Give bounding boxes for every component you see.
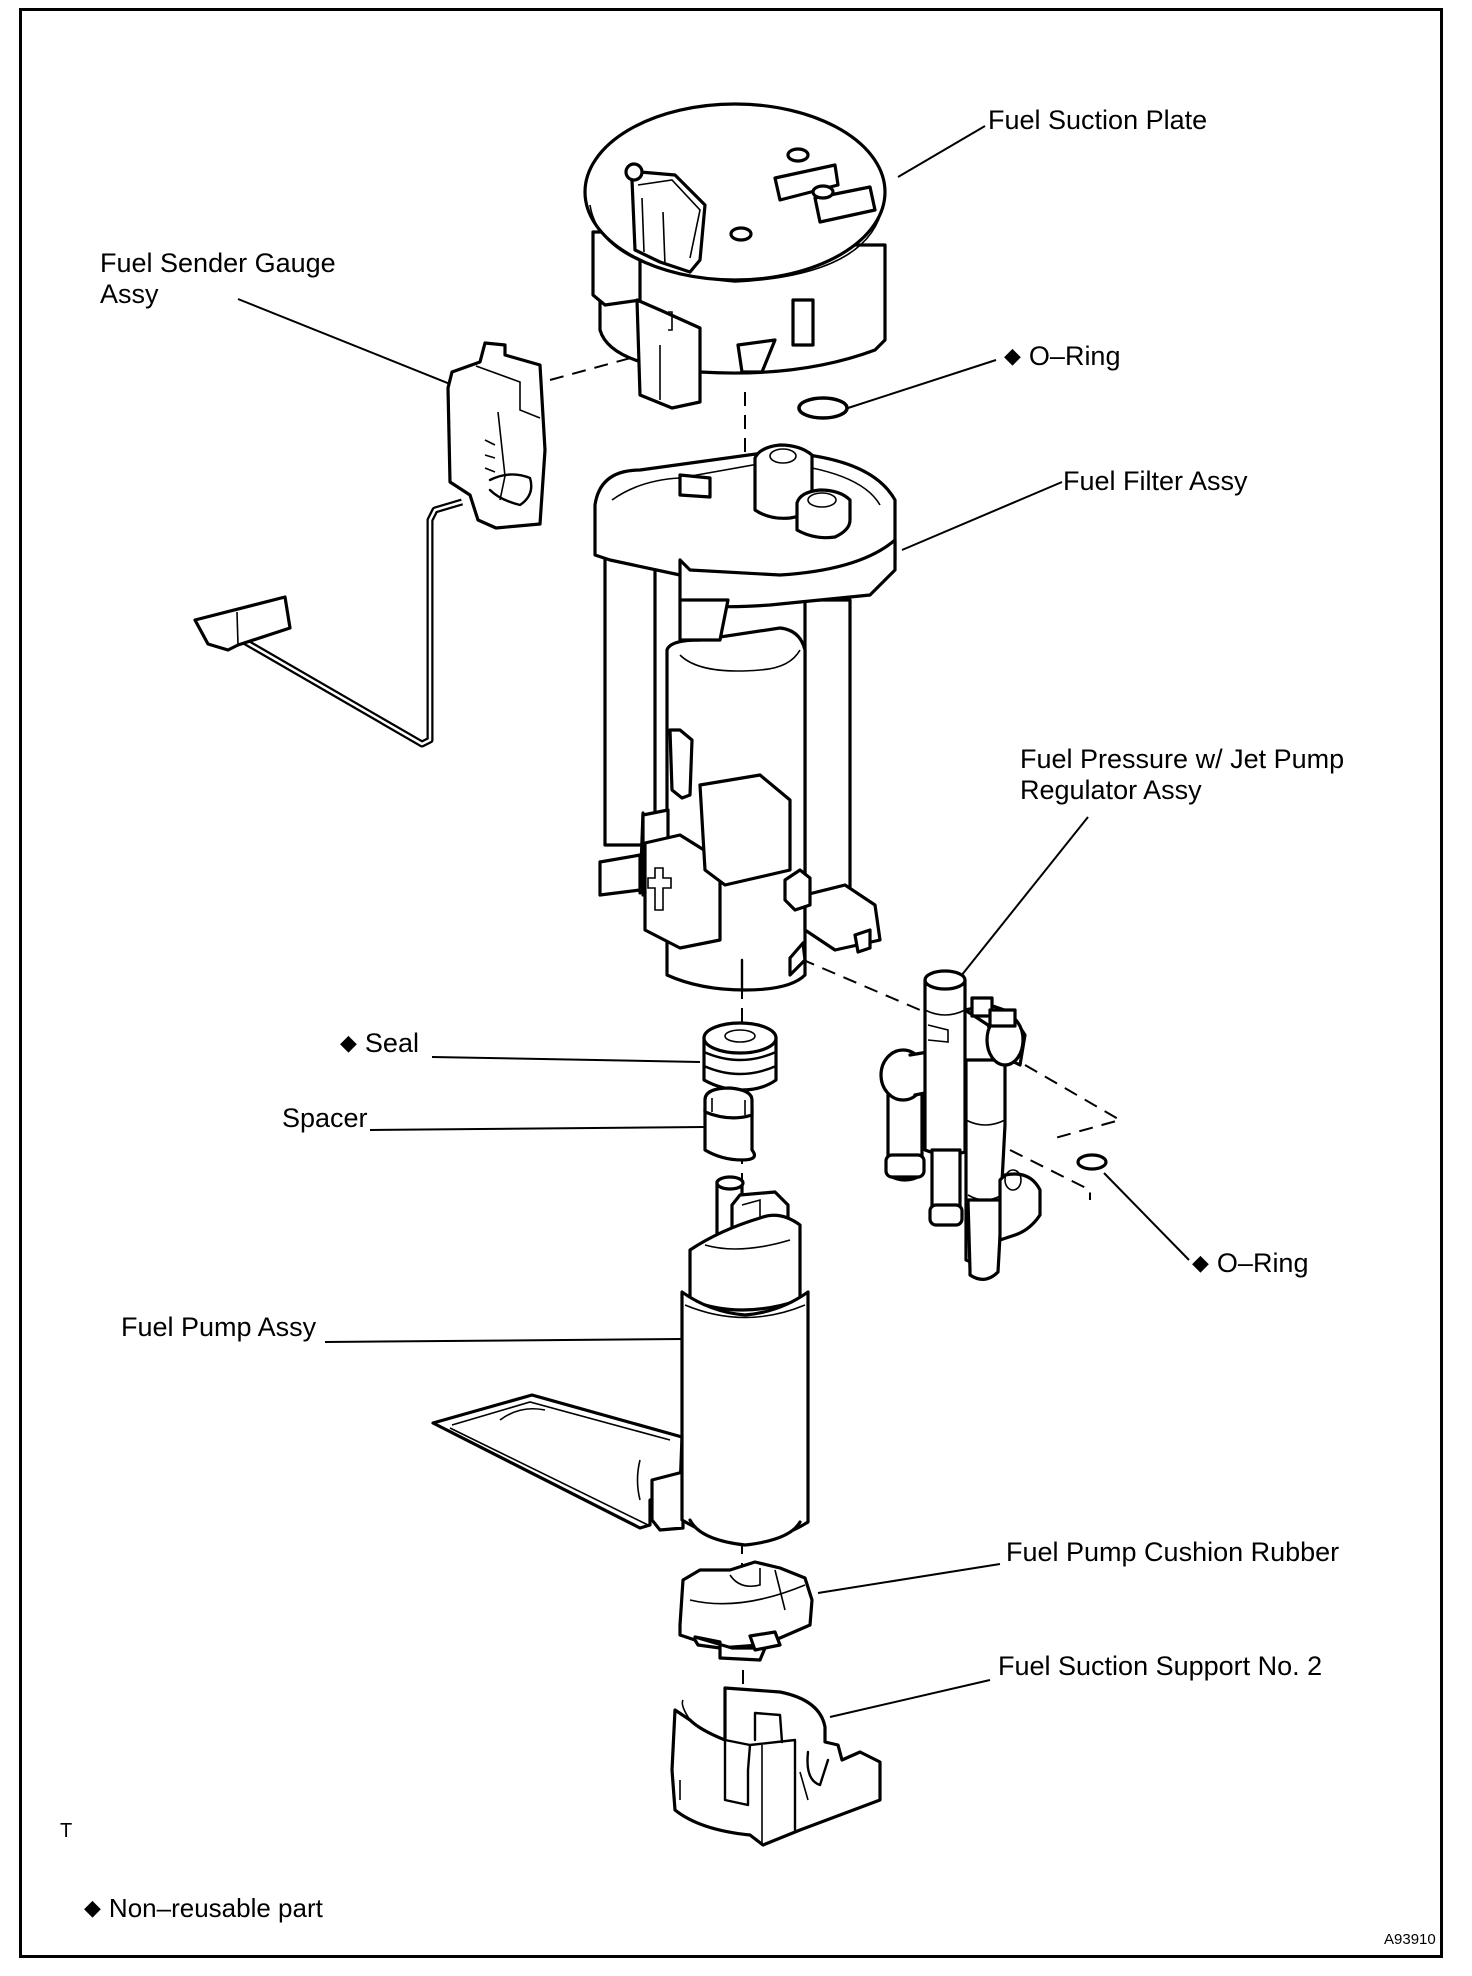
label-fuel-suction-support-no2: Fuel Suction Support No. 2 bbox=[998, 1651, 1323, 1681]
axis-regulator-bracket bbox=[1024, 1064, 1123, 1139]
label-fuel-pump-cushion-rubber: Fuel Pump Cushion Rubber bbox=[1006, 1537, 1340, 1567]
label-fuel-sender-gauge-line1: Fuel Sender Gauge bbox=[100, 248, 336, 278]
leader-fuel-pump-assy bbox=[324, 1338, 683, 1343]
o-ring-lower bbox=[1076, 1153, 1108, 1171]
leader-o-ring-upper bbox=[847, 359, 997, 409]
leader-fuel-pressure-regulator bbox=[952, 816, 1089, 987]
fuel-suction-support-no2 bbox=[670, 1686, 882, 1847]
leader-cushion-rubber bbox=[817, 1563, 1001, 1594]
label-fuel-pressure-regulator-line2: Regulator Assy bbox=[1020, 775, 1202, 805]
non-reusable-diamond-icon: ◆ bbox=[84, 1895, 101, 1920]
label-o-ring-lower-text: O–Ring bbox=[1216, 1248, 1309, 1278]
fuel-suction-plate bbox=[583, 102, 887, 410]
fuel-sender-gauge-assy bbox=[193, 341, 547, 748]
leader-fuel-sender-gauge bbox=[237, 298, 456, 387]
fuel-pump-assy bbox=[431, 1175, 810, 1547]
non-reusable-diamond-icon: ◆ bbox=[1004, 343, 1021, 368]
leader-lines bbox=[237, 125, 1190, 1718]
fuel-pump-cushion-rubber bbox=[678, 1560, 814, 1662]
label-o-ring-upper: ◆ O–Ring bbox=[1004, 340, 1120, 374]
fuel-filter-assy bbox=[593, 443, 897, 992]
label-o-ring-upper-text: O–Ring bbox=[1028, 341, 1121, 371]
label-fuel-filter-assy: Fuel Filter Assy bbox=[1063, 466, 1248, 496]
leader-fuel-suction-plate bbox=[897, 125, 986, 178]
diagram-frame bbox=[19, 8, 1443, 1958]
label-fuel-pressure-regulator-line1: Fuel Pressure w/ Jet Pump bbox=[1020, 744, 1345, 774]
legend-text: Non–reusable part bbox=[108, 1893, 323, 1923]
spacer bbox=[703, 1086, 756, 1162]
axis-regulator-to-oring bbox=[1009, 1149, 1091, 1200]
label-spacer: Spacer bbox=[282, 1103, 368, 1133]
label-fuel-sender-gauge-line2: Assy bbox=[100, 279, 159, 309]
float bbox=[193, 595, 292, 652]
leader-spacer bbox=[369, 1126, 705, 1131]
leader-seal bbox=[431, 1056, 701, 1063]
o-ring-upper bbox=[797, 396, 849, 420]
seal bbox=[702, 1021, 778, 1092]
leader-fuel-filter-assy bbox=[901, 481, 1063, 551]
legend-non-reusable: ◆ Non–reusable part bbox=[84, 1892, 323, 1926]
non-reusable-diamond-icon: ◆ bbox=[1192, 1250, 1209, 1275]
leader-o-ring-lower bbox=[1103, 1172, 1190, 1261]
fuel-pressure-regulator-assy bbox=[879, 969, 1042, 1281]
leader-suction-support bbox=[829, 1679, 991, 1718]
label-seal: ◆ Seal bbox=[340, 1027, 419, 1061]
label-seal-text: Seal bbox=[364, 1028, 419, 1058]
label-o-ring-lower: ◆ O–Ring bbox=[1192, 1247, 1308, 1281]
figure-code: A93910 bbox=[1384, 1931, 1436, 1948]
corner-mark: T bbox=[60, 1820, 73, 1842]
label-fuel-pump-assy: Fuel Pump Assy bbox=[121, 1312, 317, 1342]
label-fuel-suction-plate: Fuel Suction Plate bbox=[988, 105, 1208, 135]
non-reusable-diamond-icon: ◆ bbox=[340, 1030, 357, 1055]
